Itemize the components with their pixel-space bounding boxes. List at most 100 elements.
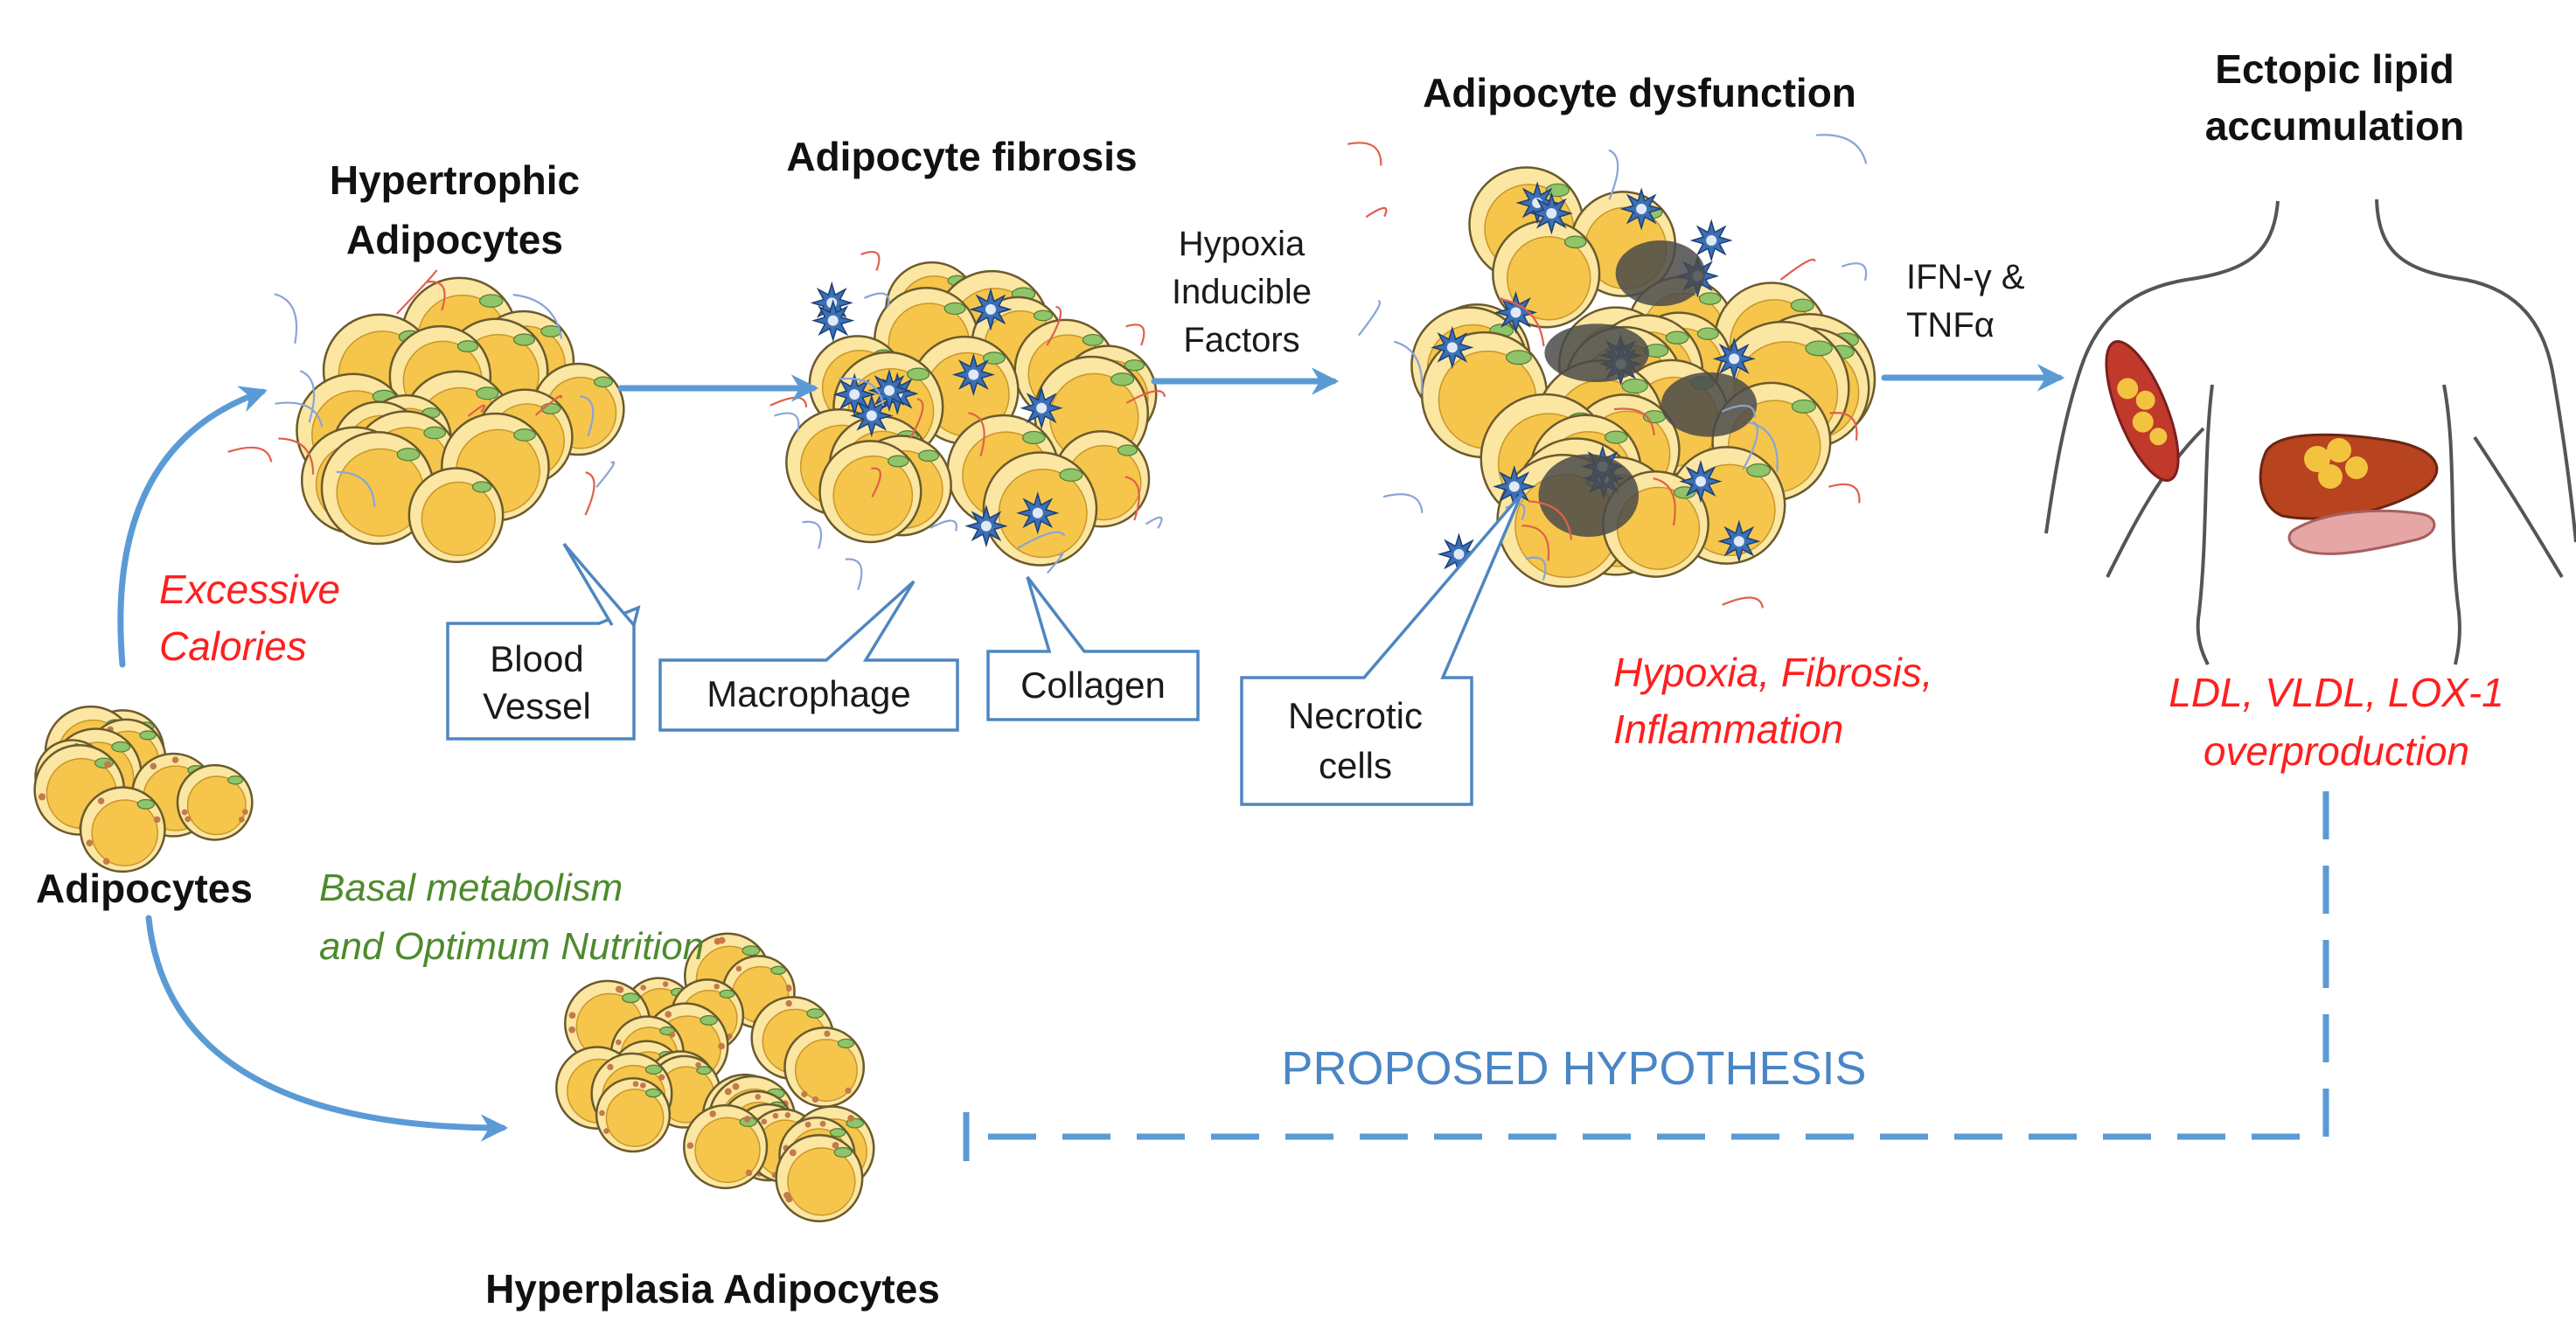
macrophage-cell xyxy=(1689,219,1733,262)
macrophage-cell xyxy=(1493,290,1538,335)
blood-vessel-line xyxy=(871,467,881,498)
adipocyte-cell xyxy=(783,1026,866,1108)
blood-vessel-line xyxy=(1779,258,1816,281)
blood-vessel-line xyxy=(1393,340,1424,394)
blood-vessel-line xyxy=(274,293,298,344)
macrophage-cell xyxy=(969,288,1013,331)
adipocyte-cell xyxy=(683,1103,769,1190)
hypertrophic-adipocytes-cluster xyxy=(227,269,625,564)
blood-vessel-line xyxy=(845,558,863,590)
label-ifn-line1: IFN-γ & xyxy=(1906,258,2025,296)
blood-vessel-line xyxy=(1528,500,1573,540)
blood-vessel-line xyxy=(1125,324,1145,346)
adipocyte-cell xyxy=(1492,219,1601,329)
blood-vessel-line xyxy=(426,281,446,311)
adipocyte-cell xyxy=(595,1077,672,1153)
macrophage-cell xyxy=(867,368,911,413)
macrophage-cell xyxy=(850,393,894,437)
blood-vessel-line xyxy=(929,519,957,532)
label-hfi-line2: Inflammation xyxy=(1613,706,1843,752)
necrotic-cell xyxy=(1538,454,1640,538)
label-excessive-line1: Excessive xyxy=(159,567,340,612)
blood-vessel-line xyxy=(1815,134,1868,164)
label-hfi-line1: Hypoxia, Fibrosis, xyxy=(1613,650,1933,695)
blood-vessel-line xyxy=(1828,483,1861,504)
callout-necrotic-line1: Necrotic xyxy=(1288,695,1423,736)
callout-macrophage: Macrophage xyxy=(658,580,959,732)
blood-vessel-line xyxy=(1017,531,1066,549)
blood-vessel-line xyxy=(1608,149,1619,200)
blood-vessel-line xyxy=(1499,297,1545,347)
callout-necrotic-line2: cells xyxy=(1319,745,1392,786)
callout-collagen: Collagen xyxy=(986,575,1200,721)
title-adipocyte-dysfunction: Adipocyte dysfunction xyxy=(1423,70,1856,115)
blood-vessel-line xyxy=(584,471,595,516)
blood-vessel-line xyxy=(1525,556,1547,581)
label-ifn-line2: TNFα xyxy=(1906,306,1995,344)
blood-vessel-line xyxy=(1124,476,1140,521)
label-proposed-hypothesis: PROPOSED HYPOTHESIS xyxy=(1281,1042,1866,1095)
adipocyte-cell xyxy=(79,786,166,873)
blood-vessel-line xyxy=(395,269,438,315)
blood-vessel-line xyxy=(909,398,924,439)
callout-macrophage-label: Macrophage xyxy=(707,673,910,714)
blood-vessel-line xyxy=(839,377,885,407)
macrophage-cell xyxy=(1016,491,1060,535)
blood-vessel-line xyxy=(1829,412,1858,441)
adipocyte-fibrosis-cluster xyxy=(769,250,1166,590)
blood-vessel-line xyxy=(467,404,486,417)
label-hypoxia-line1: Hypoxia xyxy=(1179,225,1305,263)
human-torso-illustration xyxy=(2044,198,2576,665)
callout-blood-vessel: Blood Vessel xyxy=(446,542,641,741)
blood-vessel-line xyxy=(1748,421,1779,472)
title-adipocyte-fibrosis: Adipocyte fibrosis xyxy=(786,134,1137,179)
macrophage-cell xyxy=(1717,519,1761,563)
blood-vessel-line xyxy=(1721,404,1756,419)
label-basal-line1: Basal metabolism xyxy=(319,866,623,909)
pancreas-organ-icon xyxy=(2287,509,2436,555)
label-ldl-line2: overproduction xyxy=(2204,728,2469,774)
blood-vessel-line xyxy=(299,370,316,423)
blood-vessel-line xyxy=(275,401,324,428)
label-basal-line2: and Optimum Nutrition xyxy=(319,925,704,968)
macrophage-cell xyxy=(1431,325,1474,370)
adipocyte-dysfunction-cluster xyxy=(1347,134,1876,609)
title-ectopic-line1: Ectopic lipid xyxy=(2215,46,2454,92)
blood-vessel-line xyxy=(1046,305,1062,346)
macrophage-cell xyxy=(964,504,1008,548)
macrophage-cell xyxy=(832,372,876,416)
necrotic-cell xyxy=(1615,240,1706,307)
blood-vessel-line xyxy=(1653,477,1676,526)
callout-blood-vessel-line1: Blood xyxy=(490,638,583,679)
macrophage-cell xyxy=(1712,337,1756,381)
blood-vessel-line xyxy=(774,412,800,433)
label-ldl-line1: LDL, VLDL, LOX-1 xyxy=(2169,670,2504,715)
macrophage-cell xyxy=(811,299,855,343)
adipocyte-cell xyxy=(407,467,505,564)
arrow-basal-to-hypertrophic xyxy=(117,386,268,668)
hyperplasia-adipocytes-cluster xyxy=(555,932,875,1222)
blood-vessel-line xyxy=(227,446,273,463)
blood-vessel-line xyxy=(802,520,823,549)
blood-vessel-line xyxy=(1613,407,1655,435)
hypothesis-dashed-line xyxy=(966,791,2329,1140)
blood-vessel-line xyxy=(1742,421,1759,470)
blood-vessel-line xyxy=(1046,552,1064,574)
label-hypoxia-line2: Inducible xyxy=(1172,273,1312,311)
flow-arrows xyxy=(117,364,2329,1161)
blood-vessel-line xyxy=(595,461,616,488)
necrotic-cell xyxy=(1544,324,1649,383)
blood-vessel-line xyxy=(1365,206,1388,219)
blood-vessel-line xyxy=(1382,493,1424,513)
callout-necrotic-cells: Necrotic cells xyxy=(1240,492,1523,806)
title-hypertrophic-line1: Hypertrophic xyxy=(330,157,580,203)
macrophage-cell xyxy=(1619,187,1663,231)
macrophage-cell xyxy=(1020,386,1063,430)
blood-vessel-line xyxy=(863,292,890,308)
blood-vessel-line xyxy=(860,250,881,271)
adipocyte-cell xyxy=(818,440,922,544)
blood-vessel-line xyxy=(579,395,595,437)
adipocyte-cell xyxy=(320,430,435,546)
blood-vessel-line xyxy=(336,470,376,508)
